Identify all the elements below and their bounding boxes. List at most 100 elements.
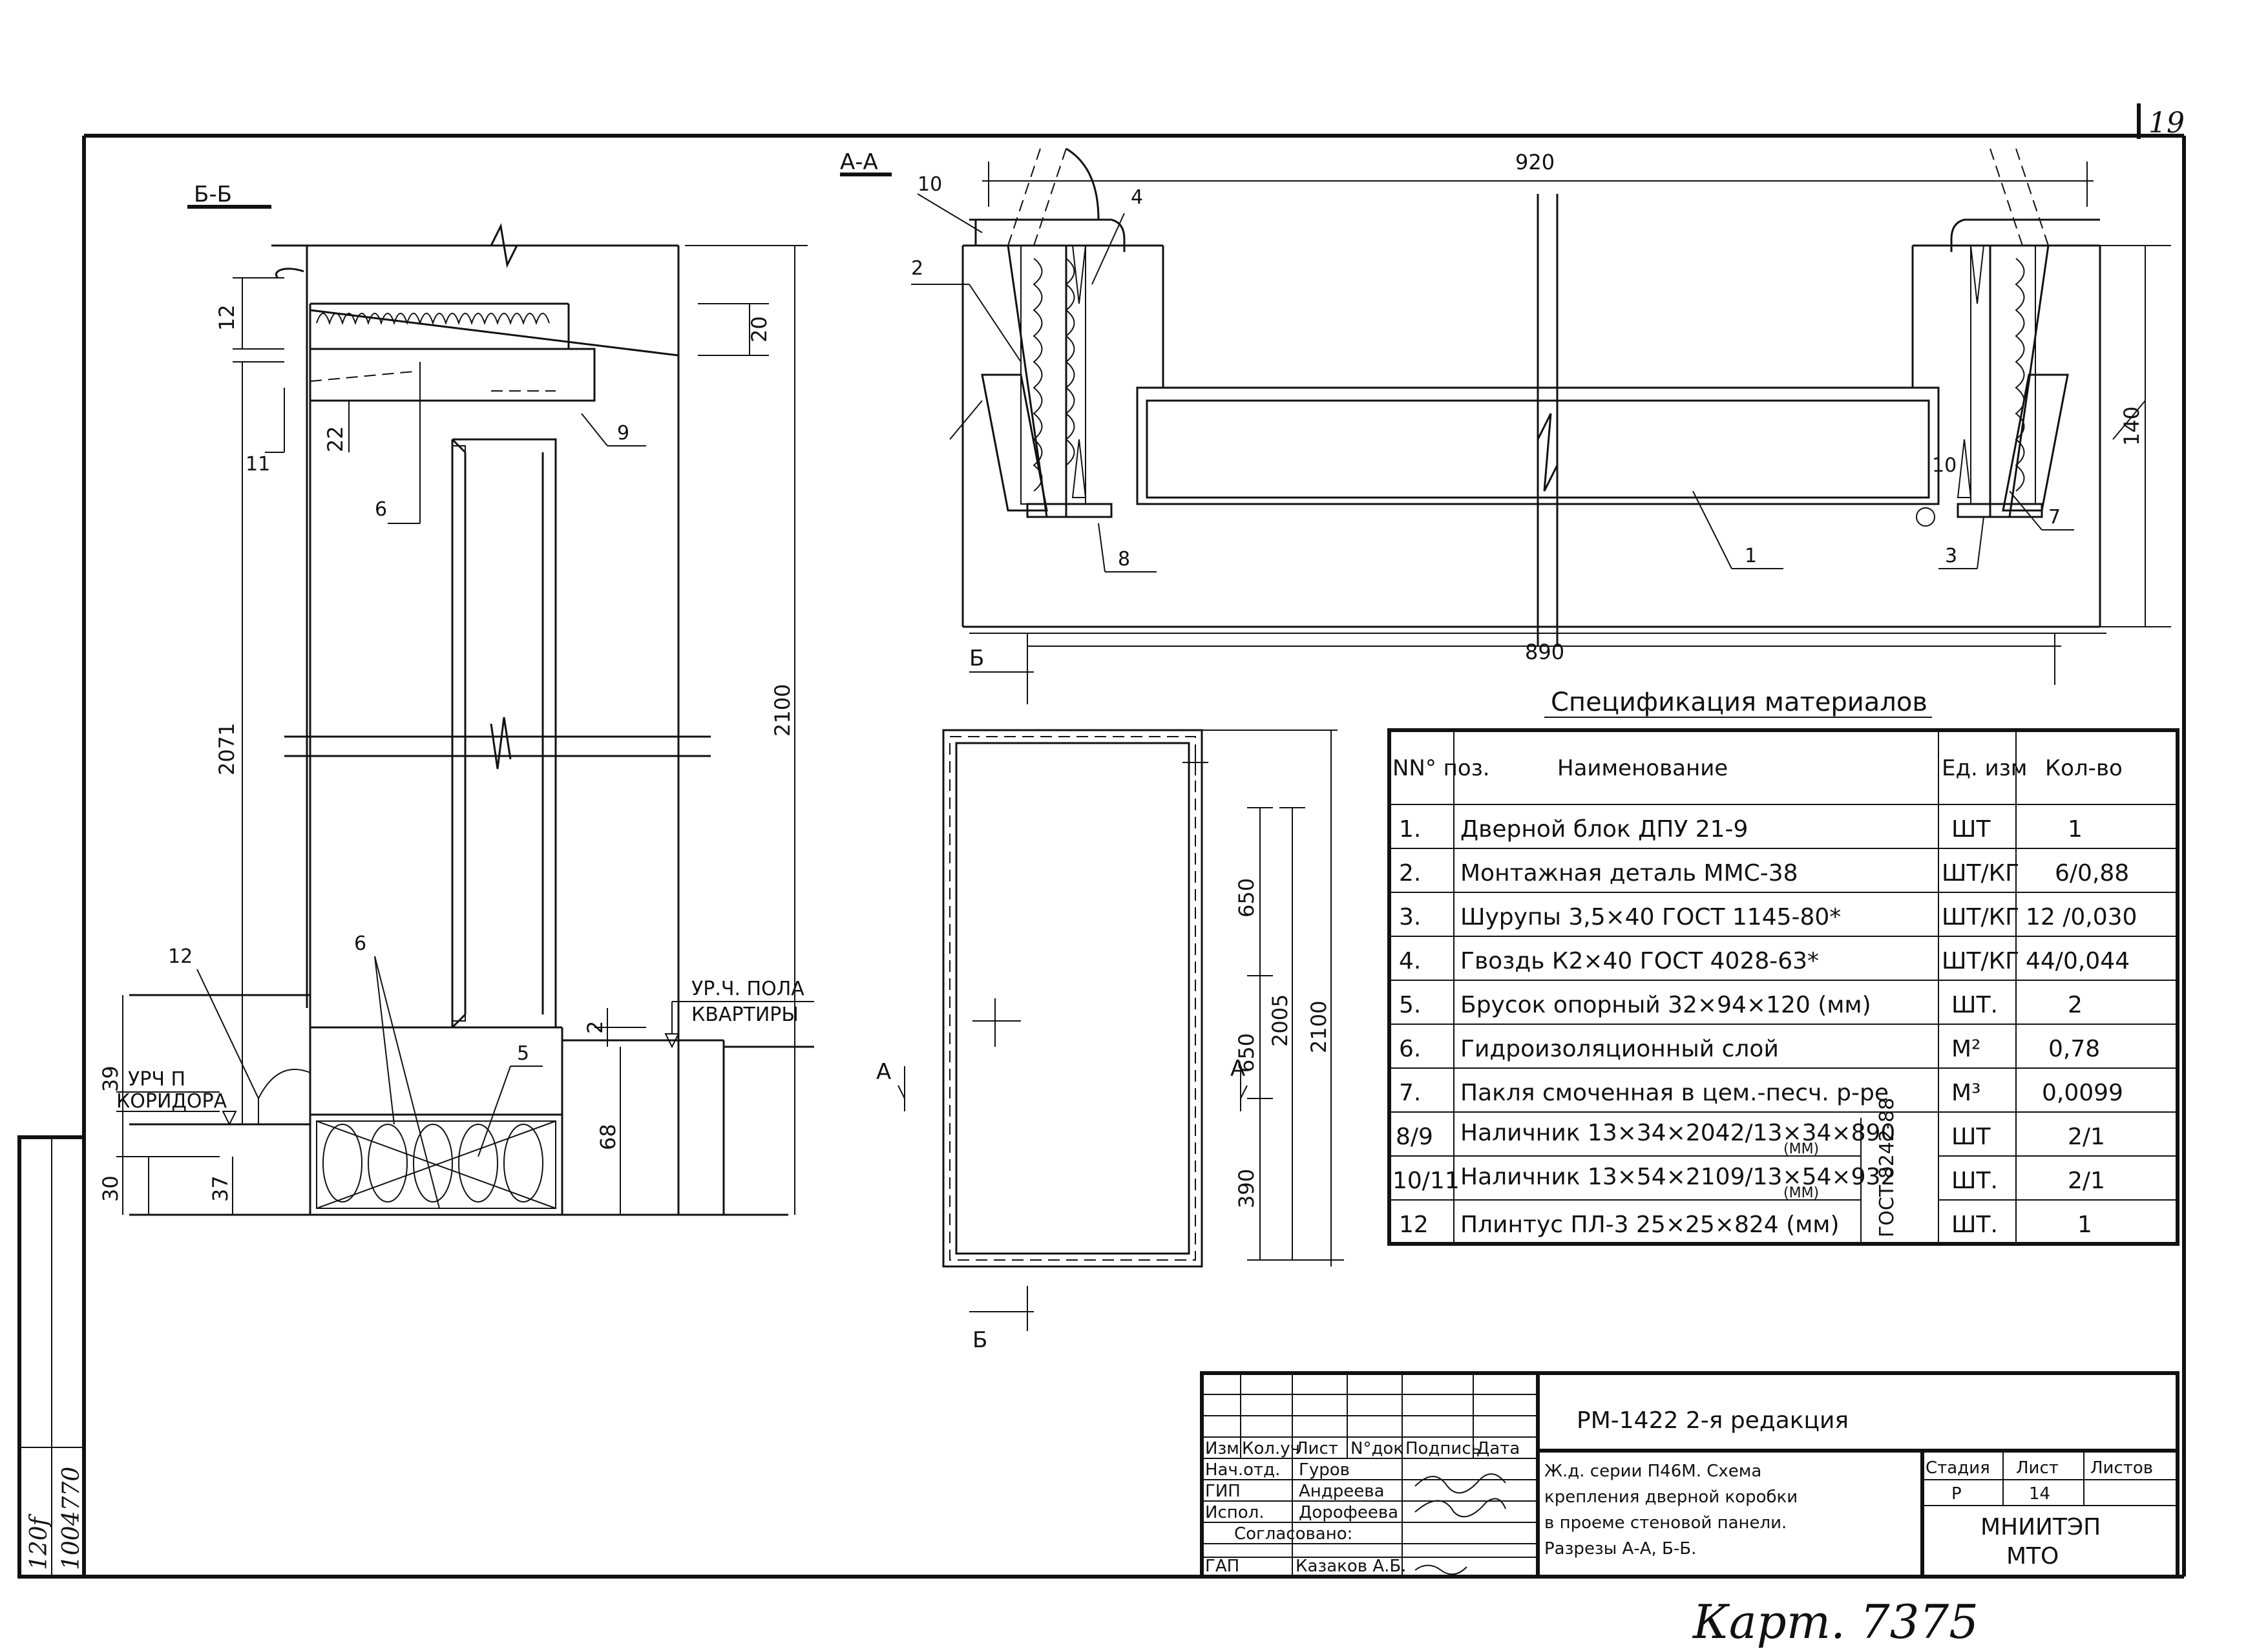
- section-aa-drawing: [840, 147, 2171, 685]
- spec-row-9-name: Наличник 13×54×2109/13×54×932: [1460, 1164, 1895, 1190]
- spec-row-8-qty: 2/1: [2068, 1124, 2105, 1150]
- pos-7-label: 7: [2048, 506, 2061, 529]
- spec-row-9-qty: 2/1: [2068, 1168, 2105, 1194]
- dim-bb-22: 22: [323, 426, 348, 452]
- spec-header-unit: Ед. изм: [1942, 755, 2027, 781]
- dim-el-390: 390: [1234, 1169, 1259, 1208]
- tb-sheet-header: Лист: [2016, 1458, 2059, 1478]
- spec-row-3-unit: ШТ/КГ: [1942, 904, 2019, 930]
- tb-signatures: [1414, 1473, 1506, 1575]
- spec-row-7-name: Пакля смоченная в цем.-песч. р-ре: [1460, 1080, 1889, 1106]
- cut-b-bottom: Б: [972, 1327, 987, 1353]
- spec-row-2-num: 2.: [1399, 860, 1421, 887]
- tb-role-2: ГИП: [1205, 1482, 1241, 1501]
- spec-row-2-unit: ШТ/КГ: [1942, 860, 2019, 887]
- tb-sheet-value: 14: [2029, 1484, 2050, 1504]
- spec-row-1-num: 1.: [1399, 816, 1421, 843]
- spec-header-num: NN° поз.: [1392, 755, 1490, 781]
- floor-corridor-label-2: КОРИДОРА: [116, 1090, 227, 1113]
- spec-row-7-num: 7.: [1399, 1080, 1421, 1106]
- spec-row-5-qty: 2: [2068, 992, 2083, 1018]
- tb-agreed: Согласовано:: [1234, 1524, 1352, 1544]
- spec-header-name: Наименование: [1557, 755, 1728, 781]
- tb-desc-1: Ж.д. серии П46М. Схема: [1544, 1462, 1761, 1481]
- pos-12-label: 12: [168, 945, 193, 968]
- spec-row-5-unit: ШТ.: [1951, 992, 1998, 1018]
- tb-name-4: Казаков А.Б.: [1296, 1557, 1407, 1576]
- cut-a-left: А: [876, 1059, 891, 1085]
- tb-stage-value: Р: [1951, 1484, 1962, 1504]
- spec-row-1-name: Дверной блок ДПУ 21-9: [1460, 816, 1748, 843]
- pos-9-label: 9: [617, 422, 629, 445]
- tb-desc-4: Разрезы А-А, Б-Б.: [1544, 1539, 1696, 1559]
- dim-bb-2100: 2100: [770, 684, 795, 737]
- tb-stage-header: Стадия: [1926, 1458, 1990, 1478]
- tb-sheets-header: Листов: [2090, 1458, 2153, 1478]
- tb-col-podpis: Подпись: [1405, 1439, 1481, 1458]
- dim-bb-12: 12: [215, 304, 239, 331]
- spec-row-6-name: Гидроизоляционный слой: [1460, 1036, 1779, 1062]
- tb-name-3: Дорофеева: [1299, 1503, 1398, 1522]
- side-stamp-line1: 1004770: [58, 1467, 85, 1570]
- tb-col-izm: Изм: [1205, 1439, 1239, 1458]
- spec-row-4-qty: 44/0,044: [2026, 948, 2130, 974]
- tb-role-3: Испол.: [1205, 1503, 1265, 1522]
- section-bb-drawing: [116, 205, 814, 1216]
- dim-bb-37: 37: [208, 1175, 233, 1202]
- floor-corridor-label-1: УРЧ П: [128, 1068, 185, 1091]
- spec-row-3-qty: 12 /0,030: [2026, 904, 2137, 930]
- tb-desc-2: крепления дверной коробки: [1544, 1487, 1798, 1507]
- floor-apartment-label-2: КВАРТИРЫ: [691, 1003, 799, 1026]
- title-block-doc-code: РМ-1422 2-я редакция: [1577, 1407, 1849, 1434]
- dim-aa-920: 920: [1515, 150, 1555, 174]
- dim-aa-140: 140: [2119, 406, 2144, 446]
- spec-row-7-qty: 0,0099: [2042, 1080, 2123, 1106]
- spec-row-10-qty: 1: [2077, 1212, 2092, 1238]
- spec-row-6-unit: М²: [1951, 1036, 1981, 1062]
- dim-bb-2071: 2071: [215, 723, 239, 775]
- tb-name-1: Гуров: [1299, 1460, 1350, 1480]
- spec-row-1-unit: ШТ: [1951, 816, 1991, 843]
- tb-col-list: Лист: [1296, 1439, 1338, 1458]
- cut-a-right: А: [1230, 1056, 1245, 1082]
- spec-row-8-name: Наличник 13×34×2042/13×34×890: [1460, 1120, 1895, 1146]
- spec-row-5-num: 5.: [1399, 992, 1421, 1018]
- spec-row-2-qty: 6/0,88: [2055, 860, 2129, 887]
- cut-b-top: Б: [969, 646, 984, 671]
- pos-5-label: 5: [517, 1042, 529, 1065]
- spec-row-4-num: 4.: [1399, 948, 1421, 974]
- door-elevation: [898, 659, 1344, 1331]
- spec-row-10-name: Плинтус ПЛ-3 25×25×824 (мм): [1460, 1212, 1840, 1238]
- pos-6b-label: 6: [354, 932, 366, 955]
- tb-col-data: Дата: [1476, 1439, 1520, 1458]
- spec-row-8-mm: (ММ): [1783, 1141, 1819, 1157]
- dim-bb-2: 2: [583, 1021, 607, 1034]
- section-bb-title: Б-Б: [194, 182, 232, 207]
- dim-el-2100: 2100: [1307, 1001, 1331, 1053]
- tb-col-ndok: N°док: [1350, 1439, 1403, 1458]
- pos-3-label: 3: [1945, 545, 1957, 567]
- tb-desc-3: в проеме стеновой панели.: [1544, 1513, 1787, 1533]
- floor-apartment-label-1: УР.Ч. ПОЛА: [691, 978, 804, 1000]
- side-stamp: [17, 1135, 86, 1579]
- spec-gost-note: ГОСТ 8242-88: [1876, 1098, 1898, 1237]
- tb-org-line1: МНИИТЭП: [1980, 1514, 2101, 1540]
- pos-4-label: 4: [1131, 186, 1143, 209]
- spec-row-3-name: Шурупы 3,5×40 ГОСТ 1145-80*: [1460, 904, 1841, 930]
- spec-row-7-unit: М³: [1951, 1080, 1981, 1106]
- side-stamp-line2: 120f: [26, 1513, 52, 1570]
- spec-row-6-qty: 0,78: [2048, 1036, 2100, 1062]
- spec-table-grid: [1387, 717, 2179, 1246]
- spec-row-9-num: 10/11: [1392, 1168, 1460, 1194]
- dim-aa-890: 890: [1525, 640, 1564, 664]
- spec-row-1-qty: 1: [2068, 816, 2083, 843]
- pos-11-label: 11: [246, 453, 270, 476]
- pos-10-label: 10: [918, 173, 942, 196]
- spec-row-5-name: Брусок опорный 32×94×120 (мм): [1460, 992, 1871, 1018]
- tb-role-1: Нач.отд.: [1205, 1460, 1280, 1480]
- page-number: 19: [2148, 107, 2185, 140]
- spec-row-4-name: Гвоздь К2×40 ГОСТ 4028-63*: [1460, 948, 1819, 974]
- pos-1-label: 1: [1745, 545, 1757, 567]
- sheet-frame: [82, 103, 2186, 1579]
- title-block-grid: [1200, 1371, 2179, 1579]
